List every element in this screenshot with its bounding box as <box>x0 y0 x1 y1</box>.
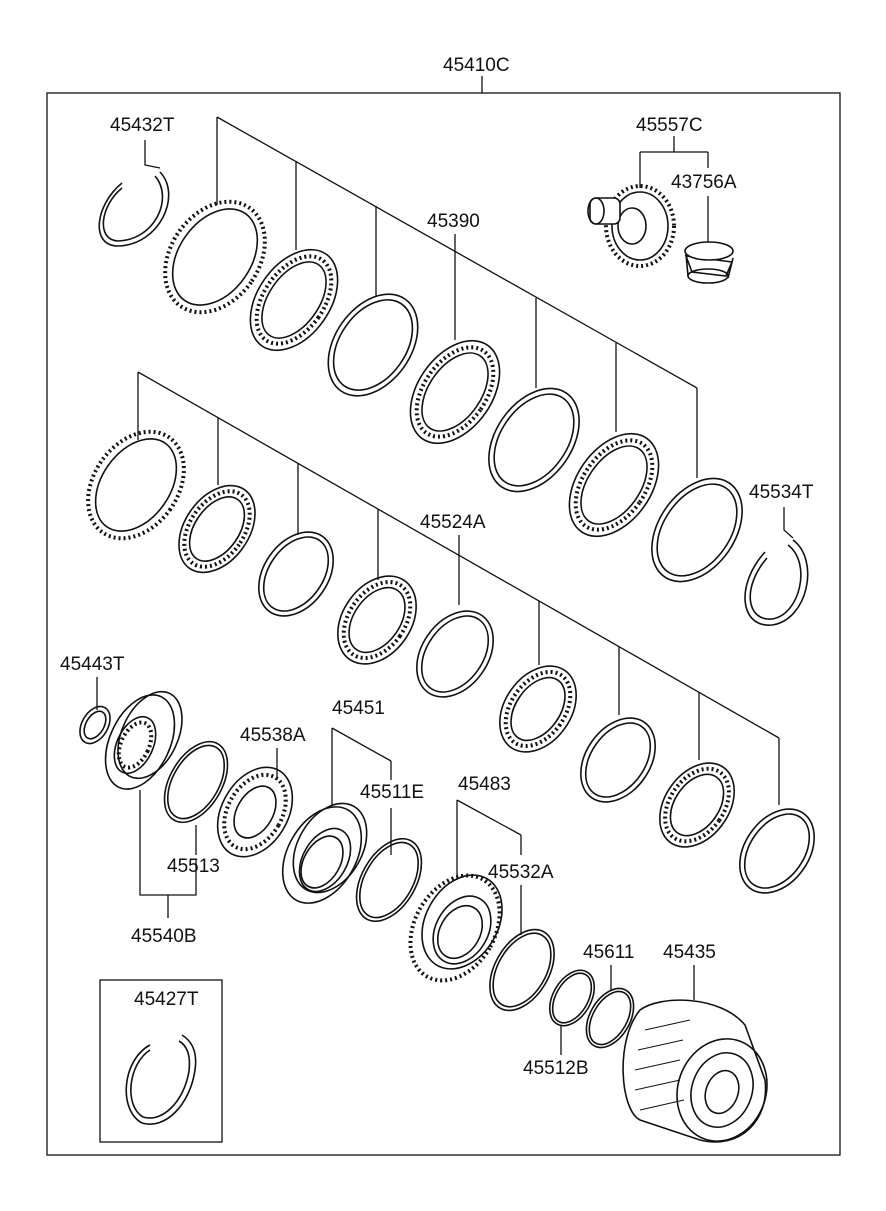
seal-ring-45611 <box>585 987 635 1049</box>
friction-disc-row2-1 <box>178 484 256 574</box>
friction-disc-45390 <box>409 339 501 445</box>
leader-lines <box>96 116 794 1055</box>
drive-plate-toothed-2 <box>86 429 186 541</box>
label-45451[interactable]: 45451 <box>332 698 385 719</box>
seal-ring-45532A <box>489 928 555 1012</box>
piston-45540B <box>104 690 183 790</box>
label-45534T[interactable]: 45534T <box>749 482 814 503</box>
seal-ring-45511E <box>355 837 423 923</box>
label-45512B[interactable]: 45512B <box>523 1058 589 1079</box>
tabbed-plate-row2-3 <box>580 717 656 803</box>
snap-ring-45432T <box>98 171 170 247</box>
label-45513[interactable]: 45513 <box>167 856 220 877</box>
friction-disc-row2-3 <box>499 665 577 753</box>
gear-45557C <box>587 184 676 268</box>
snap-ring-45534T <box>744 539 809 626</box>
friction-disc-row2-2 <box>337 575 417 665</box>
label-45483[interactable]: 45483 <box>458 774 511 795</box>
seal-ring-45513 <box>163 740 229 824</box>
label-45443T[interactable]: 45443T <box>60 654 125 675</box>
snap-ring-45443T <box>79 705 111 745</box>
steel-plate-3 <box>651 477 743 583</box>
label-45611[interactable]: 45611 <box>583 942 634 963</box>
label-45511E[interactable]: 45511E <box>360 782 424 803</box>
steel-plate-1 <box>327 293 419 397</box>
label-45532A[interactable]: 45532A <box>488 862 554 883</box>
clutch-drum-45435 <box>622 999 768 1143</box>
steel-plate-2 <box>488 387 580 493</box>
drive-plate-toothed <box>163 199 267 315</box>
tabbed-plate-row2-4 <box>739 808 815 894</box>
label-45538A[interactable]: 45538A <box>240 725 306 746</box>
tabbed-plate-45524A <box>416 610 494 698</box>
label-45540B[interactable]: 45540B <box>131 926 197 947</box>
label-45410C[interactable]: 45410C <box>443 55 510 76</box>
seal-ring-45512B <box>548 969 596 1027</box>
clutch-hub-45483 <box>408 873 503 983</box>
assembly-frame <box>46 92 841 1156</box>
label-45557C[interactable]: 45557C <box>636 115 703 136</box>
spring-retainer-45538A <box>216 766 294 858</box>
label-45524A[interactable]: 45524A <box>420 512 486 533</box>
friction-disc-3 <box>568 432 660 538</box>
label-45427T[interactable]: 45427T <box>134 989 199 1010</box>
tabbed-plate-row2-1 <box>258 531 334 617</box>
friction-disc-1 <box>249 248 339 352</box>
bushing-43756A <box>684 241 734 284</box>
label-45390[interactable]: 45390 <box>427 211 480 232</box>
label-43756A[interactable]: 43756A <box>671 172 737 193</box>
piston-45451 <box>281 802 368 904</box>
snap-ring-45427T <box>125 1034 197 1125</box>
label-45432T[interactable]: 45432T <box>110 115 175 136</box>
label-45435[interactable]: 45435 <box>663 942 716 963</box>
friction-disc-row2-4 <box>659 762 735 848</box>
inset-box <box>99 979 223 1143</box>
